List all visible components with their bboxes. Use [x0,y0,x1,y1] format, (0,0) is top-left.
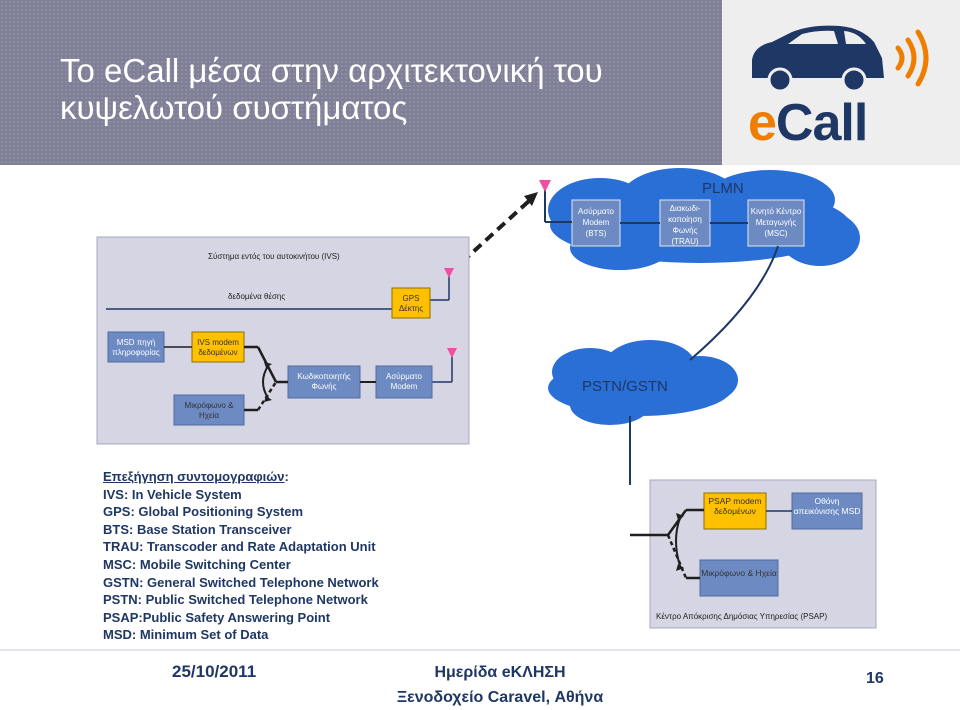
psap-modem-label: PSAP modem δεδομένων [708,496,762,516]
gps-label: GPS Δέκτης [398,294,424,313]
bts-antenna-icon [539,180,551,192]
glossary-item: MSD: Minimum Set of Data [103,627,269,643]
modem-antenna-icon [447,348,457,358]
ivs-mic-box [173,394,245,426]
msd-source-label: MSD πηγή πληροφορίας [112,338,160,357]
bts-label: Ασύρματο Modem (BTS) [578,207,614,238]
position-data-label: δεδομένα θέσης [228,292,286,301]
ecall-wordmark: eCall [748,94,868,152]
wireless-modem-box [375,365,433,399]
footer-date: 25/10/2011 [172,662,257,681]
glossary-item: MSC: Mobile Switching Center [103,556,291,572]
voice-codec-box [287,365,361,399]
msc-box [747,199,805,247]
trau-label: Διακωδι- κοποίηση Φωνής (TRAU) [668,204,702,246]
glossary-item: PSTN: Public Switched Telephone Network [103,592,368,608]
psap-title: Κέντρο Απόκρισης Δημόσιας Υπηρεσίας (PSA… [656,612,828,621]
glossary-item: GSTN: General Switched Telephone Network [103,574,379,590]
glossary-item: PSAP:Public Safety Answering Point [103,609,331,625]
glossary-item: GPS: Global Positioning System [103,504,304,520]
glossary-item: BTS: Base Station Transceiver [103,521,292,537]
glossary-item: IVS: In Vehicle System [103,486,242,502]
page-number: 16 [866,670,884,687]
ecall-logo [722,0,960,165]
gps-box [391,287,431,319]
pstn-cloud [548,340,738,425]
wireless-modem-label: Ασύρματο Modem [386,372,422,391]
glossary-title: Επεξήγηση συντομογραφιών: [103,469,289,484]
psap-mic-box [699,559,779,597]
ivs-modem-label: IVS modem δεδομένων [197,338,239,357]
psap-mic-label: Μικρόφωνο & Ηχεία [701,568,777,578]
footer-event: Ημερίδα eΚΛΗΣΗ Ξενοδοχείο Caravel, Αθήνα [370,660,630,710]
footer-event-name: Ημερίδα eΚΛΗΣΗ [434,664,566,681]
msc-label: Κινητό Κέντρο Μεταγωγής (MSC) [750,207,802,238]
footer-venue: Ξενοδοχείο Caravel, Αθήνα [396,689,604,706]
msd-display-label: Οθόνη απεικόνισης MSD [793,496,861,516]
title-banner: Το eCall μέσα στην αρχιτεκτονική του κυψ… [0,0,722,165]
msd-source-box [107,331,165,363]
ivs-title: Σύστημα εντός του αυτοκινήτου (IVS) [208,252,340,261]
glossary-item: TRAU: Transcoder and Rate Adaptation Uni… [103,539,376,555]
ivs-mic-label: Μικρόφωνο & Ηχεία [184,401,234,420]
slide-title: Το eCall μέσα στην αρχιτεκτονική του κυψ… [60,52,603,126]
voice-codec-label: Κωδικοποιητής Φωνής [297,372,351,391]
car-icon [752,25,929,93]
plmn-label: PLMN [702,180,744,197]
abbreviations-glossary: Επεξήγηση συντομογραφιών: IVS: In Vehicl… [103,468,379,644]
pstn-label: PSTN/GSTN [582,378,668,395]
gps-antenna-icon [444,268,454,278]
psap-modem-box [703,492,767,530]
